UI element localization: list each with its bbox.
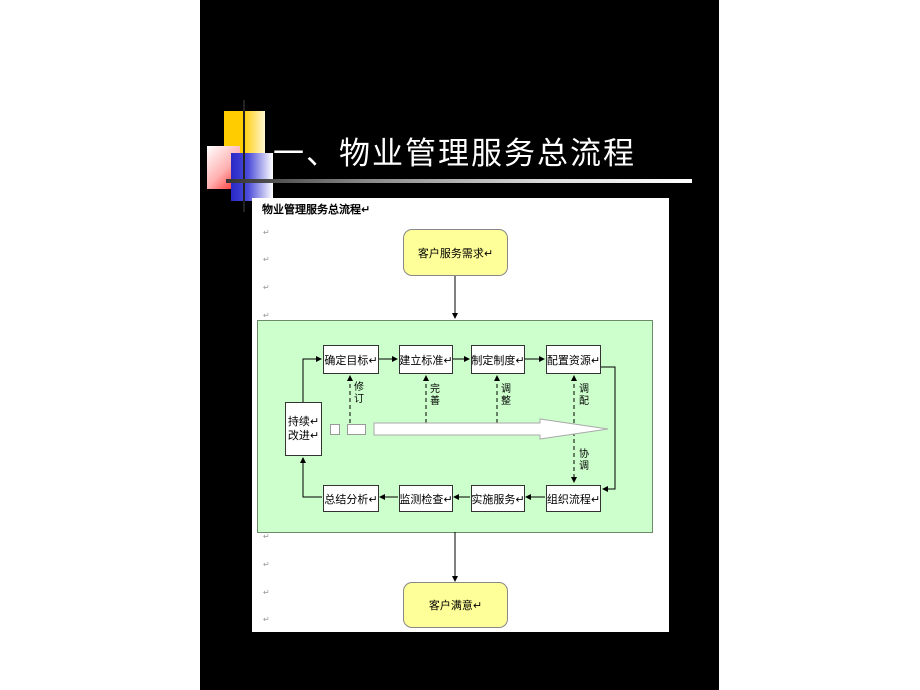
process-box-top-3: 制定制度↵ xyxy=(471,345,525,374)
start-node: 客户服务需求↵ xyxy=(403,229,508,276)
side-box-line1: 持续↵ xyxy=(287,415,320,428)
process-label: 建立标准↵ xyxy=(399,353,453,367)
deco-blue-square xyxy=(231,153,273,201)
title-underline xyxy=(226,179,692,183)
paragraph-mark: ↵ xyxy=(263,615,270,624)
deco-vertical-line xyxy=(243,100,245,212)
process-box-top-1: 确定目标↵ xyxy=(323,345,379,374)
paragraph-mark: ↵ xyxy=(263,228,270,237)
start-node-label: 客户服务需求↵ xyxy=(417,246,494,260)
document-heading: 物业管理服务总流程↵ xyxy=(262,203,371,216)
process-box-bottom-2: 监测检查↵ xyxy=(399,485,453,512)
dashed-segment xyxy=(347,424,366,435)
process-box-bottom-1: 总结分析↵ xyxy=(323,485,379,512)
end-node: 客户满意↵ xyxy=(403,582,508,628)
process-label: 制定制度↵ xyxy=(471,353,525,367)
process-label: 配置资源↵ xyxy=(546,353,601,367)
paragraph-mark: ↵ xyxy=(263,560,270,569)
feedback-label-adjust: 调整 xyxy=(501,384,511,407)
process-label: 组织流程↵ xyxy=(546,492,601,506)
feedback-label-revise: 修订 xyxy=(354,382,364,405)
paragraph-mark: ↵ xyxy=(263,588,270,597)
paragraph-mark: ↵ xyxy=(263,532,270,541)
process-box-bottom-3: 实施服务↵ xyxy=(471,485,525,512)
process-box-bottom-4: 组织流程↵ xyxy=(546,485,601,512)
paragraph-mark: ↵ xyxy=(263,311,270,320)
dashed-segment xyxy=(330,424,340,435)
page-title: 一、物业管理服务总流程 xyxy=(273,136,636,172)
end-node-label: 客户满意↵ xyxy=(428,599,483,612)
process-label: 总结分析↵ xyxy=(324,492,378,506)
side-box-line2: 改进↵ xyxy=(287,429,320,442)
process-label: 监测检查↵ xyxy=(399,492,453,506)
process-box-top-4: 配置资源↵ xyxy=(546,345,601,374)
paragraph-mark: ↵ xyxy=(263,255,270,264)
process-label: 确定目标↵ xyxy=(324,353,378,367)
process-label: 实施服务↵ xyxy=(471,492,525,506)
feedback-label-allocate: 调配 xyxy=(579,384,589,407)
feedback-label-improve: 完善 xyxy=(430,384,440,407)
paragraph-mark: ↵ xyxy=(263,283,270,292)
continuous-improvement-box: 持续↵ 改进↵ xyxy=(285,402,322,456)
feedback-label-coordinate: 协调 xyxy=(579,449,589,472)
process-box-top-2: 建立标准↵ xyxy=(399,345,453,374)
